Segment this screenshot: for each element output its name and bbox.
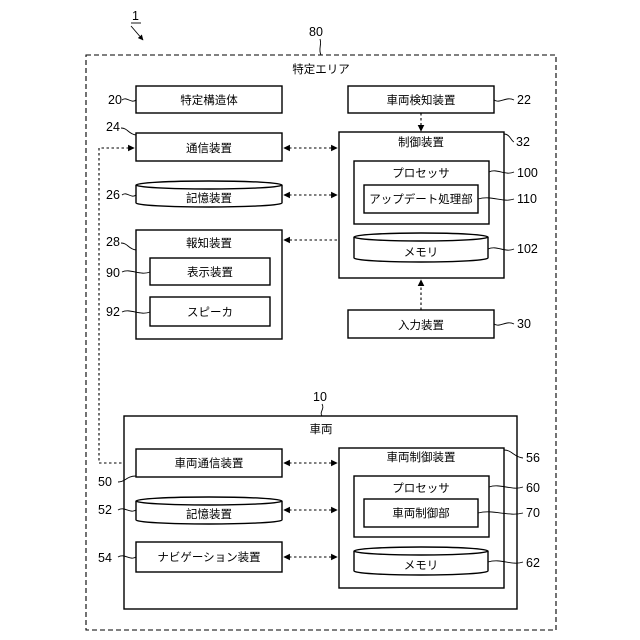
ref-90: 90 bbox=[106, 266, 120, 280]
svg-text:1: 1 bbox=[132, 9, 139, 23]
storage-device-label: 記憶装置 bbox=[186, 191, 232, 205]
ref-60: 60 bbox=[526, 481, 540, 495]
ref-92: 92 bbox=[106, 305, 120, 319]
update-unit-label: アップデート処理部 bbox=[369, 192, 473, 206]
navigation-label: ナビゲーション装置 bbox=[157, 550, 260, 564]
control-device-label: 制御装置 bbox=[398, 135, 444, 149]
ref-52: 52 bbox=[98, 503, 112, 517]
ref-54: 54 bbox=[98, 551, 112, 565]
vehicle-control-label: 車両制御装置 bbox=[387, 450, 456, 464]
ref-110: 110 bbox=[517, 192, 537, 206]
ref-30: 30 bbox=[517, 317, 531, 331]
processor-label: プロセッサ bbox=[392, 166, 450, 180]
figure-ref: 1 bbox=[131, 9, 143, 40]
ref-50: 50 bbox=[98, 475, 112, 489]
speaker-label: スピーカ bbox=[187, 305, 233, 319]
area-ref: 80 bbox=[309, 25, 323, 39]
ref-26: 26 bbox=[106, 188, 120, 202]
vehicle-memory-label: メモリ bbox=[404, 558, 439, 572]
ref-100: 100 bbox=[517, 166, 538, 180]
vehicle-storage-label: 記憶装置 bbox=[186, 507, 232, 521]
notification-device-label: 報知装置 bbox=[186, 236, 232, 250]
ref-24: 24 bbox=[106, 120, 120, 134]
ref-102: 102 bbox=[517, 242, 538, 256]
ref-32: 32 bbox=[516, 135, 530, 149]
vehicle-label: 車両 bbox=[310, 422, 333, 436]
input-device-label: 入力装置 bbox=[398, 318, 444, 332]
ref-70: 70 bbox=[526, 506, 540, 520]
ref-22: 22 bbox=[517, 93, 531, 107]
ref-20: 20 bbox=[108, 93, 122, 107]
vehicle-comm-label: 車両通信装置 bbox=[175, 456, 244, 470]
vehicle-processor-label: プロセッサ bbox=[392, 481, 450, 495]
specific-structure-label: 特定構造体 bbox=[180, 93, 238, 107]
communication-device-label: 通信装置 bbox=[186, 141, 232, 155]
ref-56: 56 bbox=[526, 451, 540, 465]
vehicle-control-unit-label: 車両制御部 bbox=[392, 506, 450, 520]
ref-62: 62 bbox=[526, 556, 540, 570]
area-label: 特定エリア bbox=[292, 62, 350, 76]
ref-10: 10 bbox=[313, 390, 327, 404]
memory-label: メモリ bbox=[404, 245, 439, 259]
display-device-label: 表示装置 bbox=[187, 265, 233, 279]
ref-28: 28 bbox=[106, 235, 120, 249]
vehicle-detector-label: 車両検知装置 bbox=[387, 93, 456, 107]
